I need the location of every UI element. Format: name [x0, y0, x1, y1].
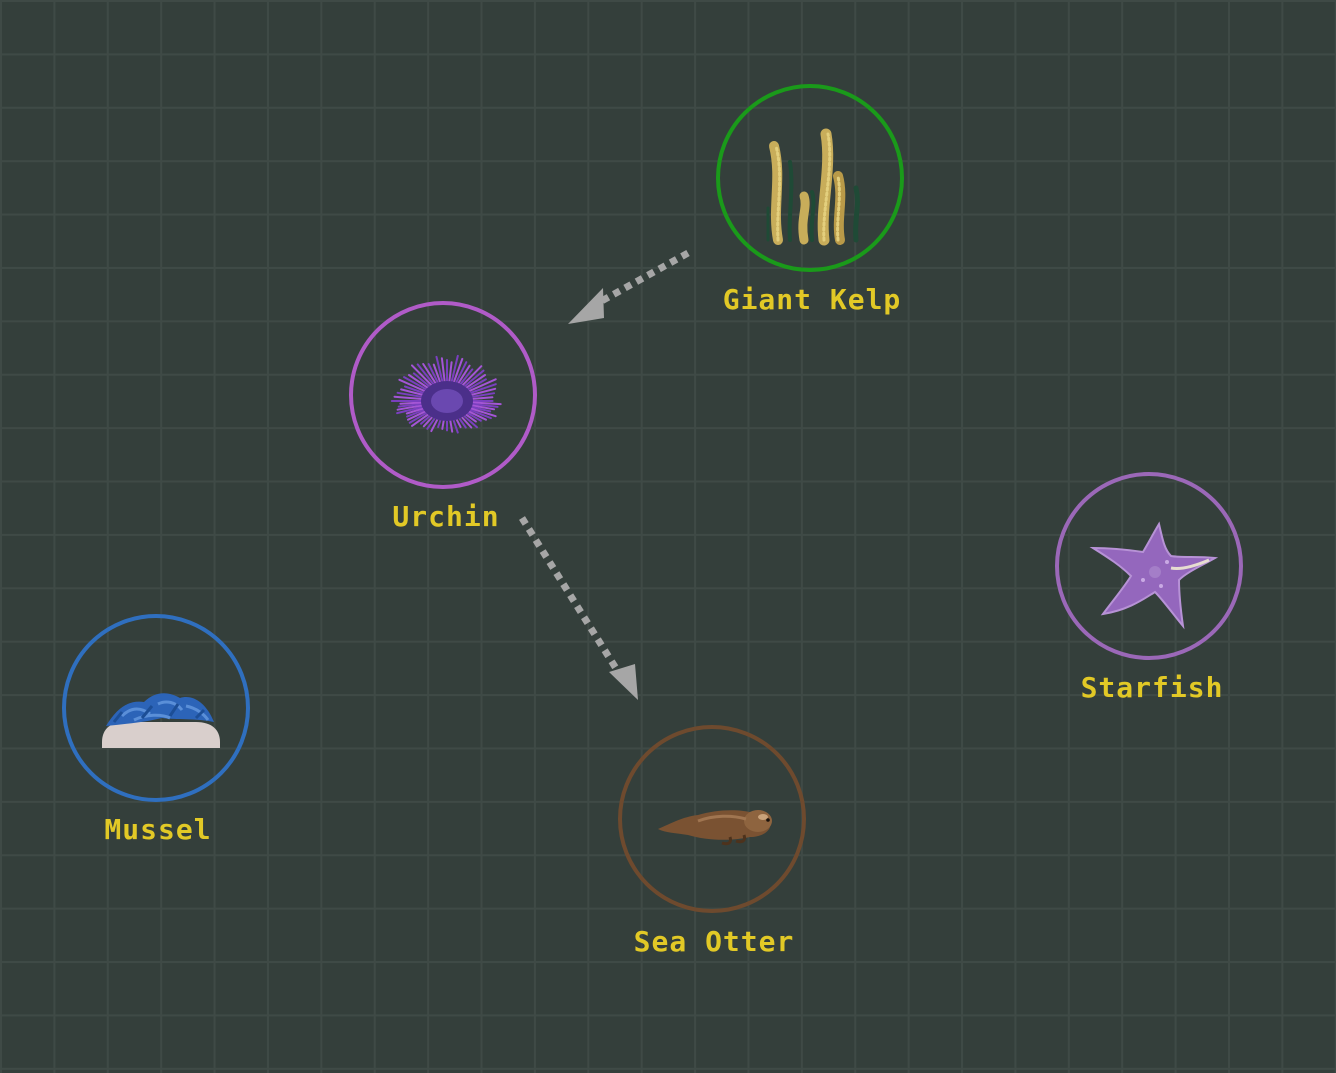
node-starfish[interactable] — [1055, 472, 1243, 660]
mussel-icon — [102, 693, 220, 748]
label-urchin: Urchin — [392, 500, 500, 533]
label-sea-otter: Sea Otter — [633, 925, 795, 958]
sea-otter-icon — [658, 810, 772, 846]
starfish-icon — [1089, 521, 1219, 630]
urchin-icon — [390, 354, 502, 434]
label-mussel: Mussel — [104, 813, 212, 846]
node-giant-kelp[interactable] — [716, 84, 904, 272]
label-giant-kelp: Giant Kelp — [722, 283, 902, 316]
node-mussel[interactable] — [62, 614, 250, 802]
edge-urchin-to-otter[interactable] — [519, 516, 638, 700]
giant-kelp-icon — [766, 128, 860, 246]
node-sea-otter[interactable] — [618, 725, 806, 913]
node-urchin[interactable] — [349, 301, 537, 489]
edge-kelp-to-urchin[interactable] — [568, 249, 690, 324]
label-starfish: Starfish — [1080, 671, 1224, 704]
